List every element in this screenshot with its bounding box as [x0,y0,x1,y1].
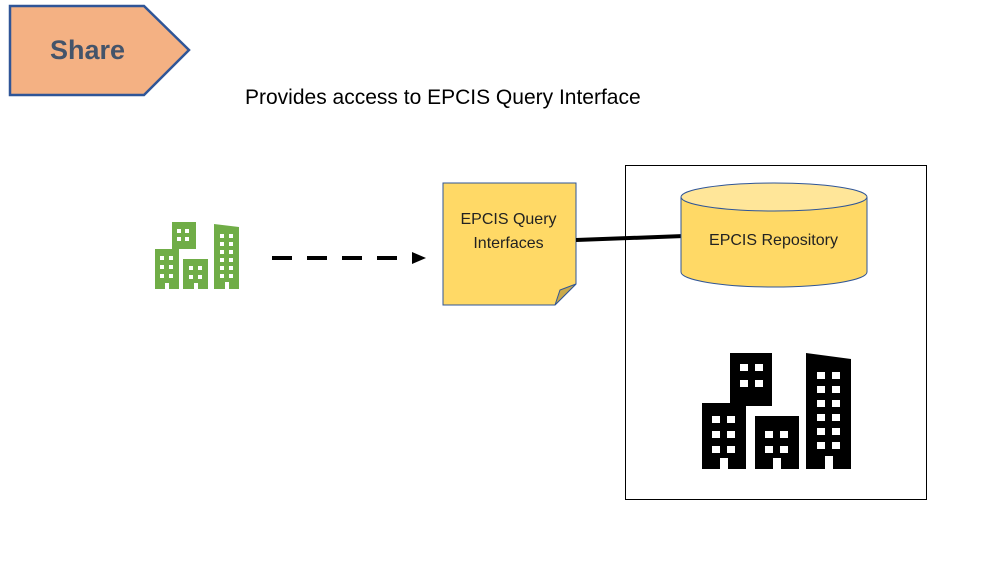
buildings-icon-black [702,353,851,469]
query-interfaces-label: EPCIS Query Interfaces [442,208,575,256]
organization-boundary-box [625,165,927,500]
connector-line [575,234,685,242]
share-chevron [8,4,191,97]
subtitle: Provides access to EPCIS Query Interface [245,86,641,109]
buildings-icon-green [155,222,239,289]
query-interfaces-line2: Interfaces [473,235,544,252]
repository-label: EPCIS Repository [709,232,838,249]
repository-cylinder [680,182,868,288]
query-interfaces-note [442,182,577,306]
share-label: Share [49,34,126,65]
dashed-arrow [272,252,426,264]
query-interfaces-line1: EPCIS Query [460,211,557,228]
